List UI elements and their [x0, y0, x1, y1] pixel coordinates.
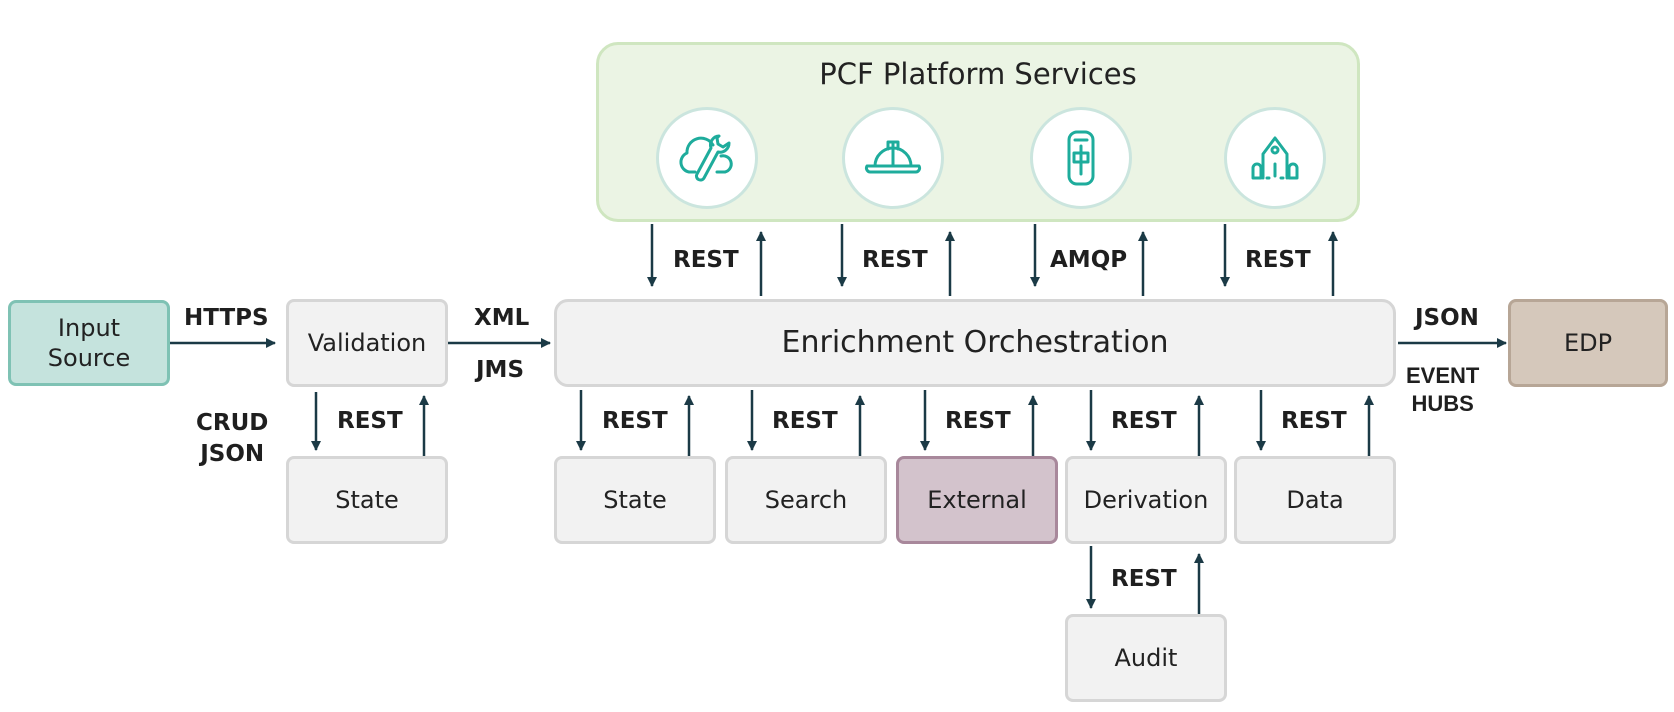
edp-node: EDP [1508, 299, 1668, 387]
validation-state-node: State [286, 456, 448, 544]
cloud-wrench-icon [656, 107, 758, 209]
input-protocol-label: HTTPS [184, 305, 269, 331]
pcf-title: PCF Platform Services [819, 57, 1137, 91]
output-protocol-label: JSON [1415, 305, 1479, 331]
validation-out-label-2: JMS [476, 357, 525, 383]
service-derivation-node: Derivation [1065, 456, 1227, 544]
service-external-node: External [896, 456, 1058, 544]
input-source-line2: Source [47, 344, 131, 372]
service-protocol-label-1: REST [602, 408, 668, 434]
pcf-link-label-1: REST [673, 247, 739, 273]
service-protocol-label-3: REST [945, 408, 1011, 434]
pcf-link-label-3: AMQP [1050, 247, 1128, 273]
validation-side-line1: CRUD [196, 410, 269, 436]
service-search-node: Search [725, 456, 887, 544]
audit-node: Audit [1065, 614, 1227, 702]
service-protocol-label-4: REST [1111, 408, 1177, 434]
device-icon [1030, 107, 1132, 209]
pcf-link-label-2: REST [862, 247, 928, 273]
hardhat-icon [842, 107, 944, 209]
pcf-link-label-4: REST [1245, 247, 1311, 273]
input-source-node: Input Source [8, 300, 170, 386]
validation-node: Validation [286, 299, 448, 387]
service-protocol-label-5: REST [1281, 408, 1347, 434]
output-sub-line2: HUBS [1411, 391, 1474, 416]
service-protocol-label-2: REST [772, 408, 838, 434]
output-sub-label: EVENT HUBS [1406, 362, 1479, 418]
service-state-node: State [554, 456, 716, 544]
validation-side-line2: JSON [200, 441, 265, 467]
pcf-platform-services-panel: PCF Platform Services [596, 42, 1360, 222]
service-data-node: Data [1234, 456, 1396, 544]
output-sub-line1: EVENT [1406, 363, 1480, 388]
input-source-line1: Input [57, 314, 121, 342]
chapel-icon [1224, 107, 1326, 209]
validation-side-label: CRUD JSON [196, 408, 268, 470]
audit-protocol-label: REST [1111, 566, 1177, 592]
validation-out-label-1: XML [474, 305, 530, 331]
validation-state-protocol: REST [337, 408, 403, 434]
enrichment-orchestration-node: Enrichment Orchestration [554, 299, 1396, 387]
